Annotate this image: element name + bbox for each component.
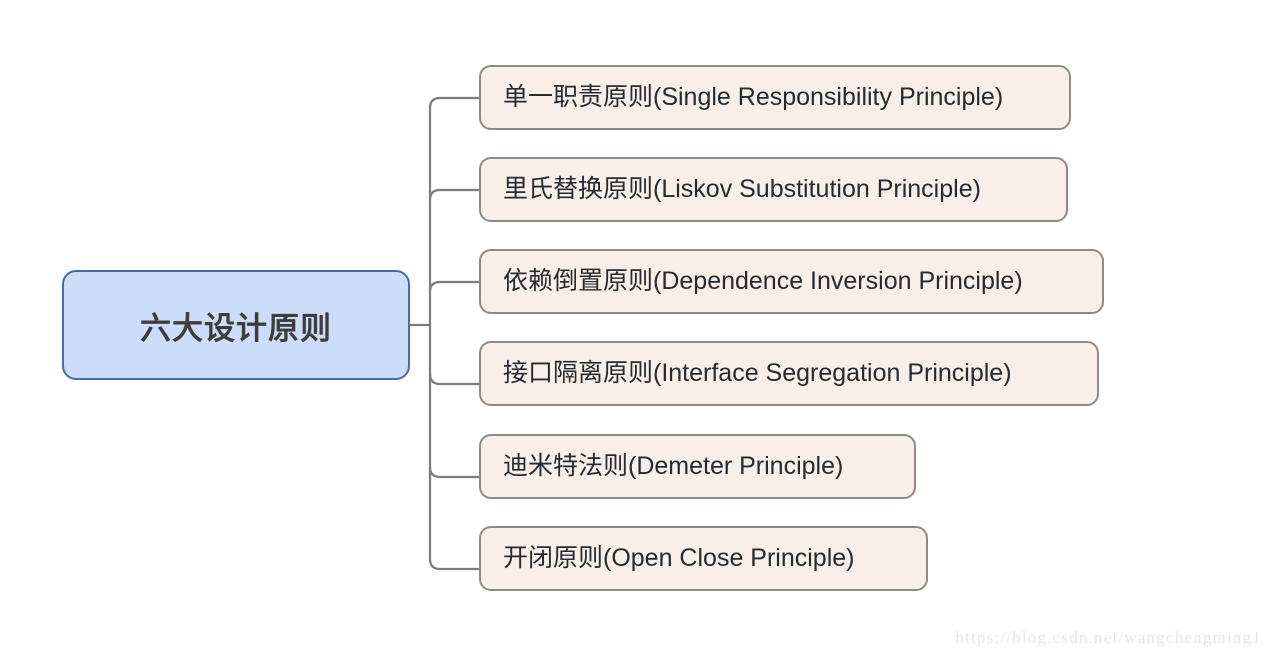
- branch-node-label: 依赖倒置原则(Dependence Inversion Principle): [503, 267, 1023, 295]
- branch-node-6[interactable]: 开闭原则(Open Close Principle): [479, 526, 928, 591]
- branch-node-4[interactable]: 接口隔离原则(Interface Segregation Principle): [479, 341, 1099, 406]
- branch-node-2[interactable]: 里氏替换原则(Liskov Substitution Principle): [479, 157, 1068, 222]
- root-node[interactable]: 六大设计原则: [62, 270, 410, 380]
- connector-branch-6: [428, 557, 481, 571]
- branch-node-label: 单一职责原则(Single Responsibility Principle): [503, 83, 1004, 111]
- connector-branch-3: [428, 280, 481, 294]
- connector-branch-2: [428, 188, 481, 202]
- connector-branch-4: [428, 372, 481, 386]
- connector-branch-5: [428, 465, 481, 479]
- branch-node-1[interactable]: 单一职责原则(Single Responsibility Principle): [479, 65, 1071, 130]
- branch-node-label: 开闭原则(Open Close Principle): [503, 544, 855, 572]
- branch-node-5[interactable]: 迪米特法则(Demeter Principle): [479, 434, 916, 499]
- branch-node-label: 迪米特法则(Demeter Principle): [503, 452, 844, 480]
- watermark-text: https://blog.csdn.net/wangchengming1: [955, 628, 1262, 647]
- root-node-label: 六大设计原则: [140, 310, 332, 346]
- branch-node-label: 里氏替换原则(Liskov Substitution Principle): [503, 175, 981, 203]
- branch-node-3[interactable]: 依赖倒置原则(Dependence Inversion Principle): [479, 249, 1104, 314]
- connector-branch-1: [428, 96, 481, 110]
- branch-node-label: 接口隔离原则(Interface Segregation Principle): [503, 359, 1012, 387]
